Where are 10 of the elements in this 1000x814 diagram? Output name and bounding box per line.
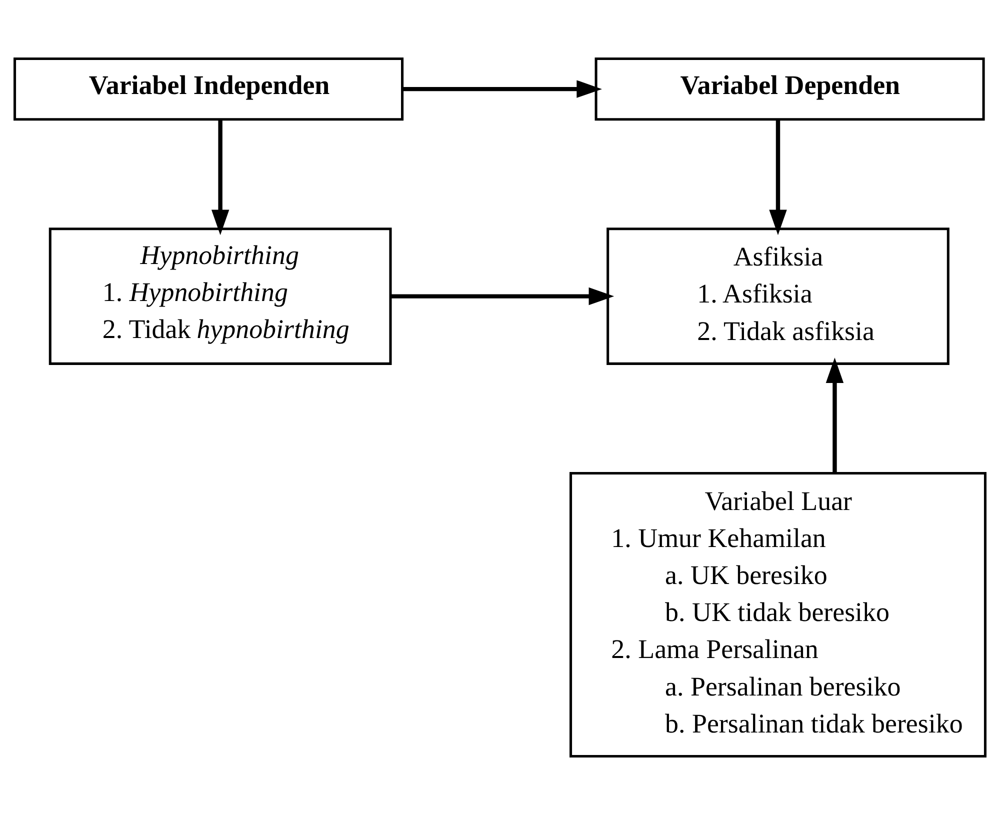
node-box: Variabel Luar 1. Umur Kehamilan a. UK beresiko b. UK tidak beresiko 2. Lama Persalinan a. Persalinan beresiko b. Persalinan tidak beresiko — [570, 471, 986, 758]
arrow — [390, 286, 614, 305]
node-box: Variabel Independen — [14, 56, 404, 120]
arrow — [826, 357, 844, 472]
node-box: Variabel Dependen — [594, 56, 985, 120]
arrow — [402, 80, 602, 98]
arrow — [211, 119, 230, 235]
node-box: Asfiksia 1. Asfiksia 2. Tidak asfiksia — [606, 227, 950, 364]
arrow — [769, 119, 787, 235]
node-box: Hypnobirthing 1. Hypnobirthing 2. Tidak hypnobirthing — [48, 227, 392, 364]
